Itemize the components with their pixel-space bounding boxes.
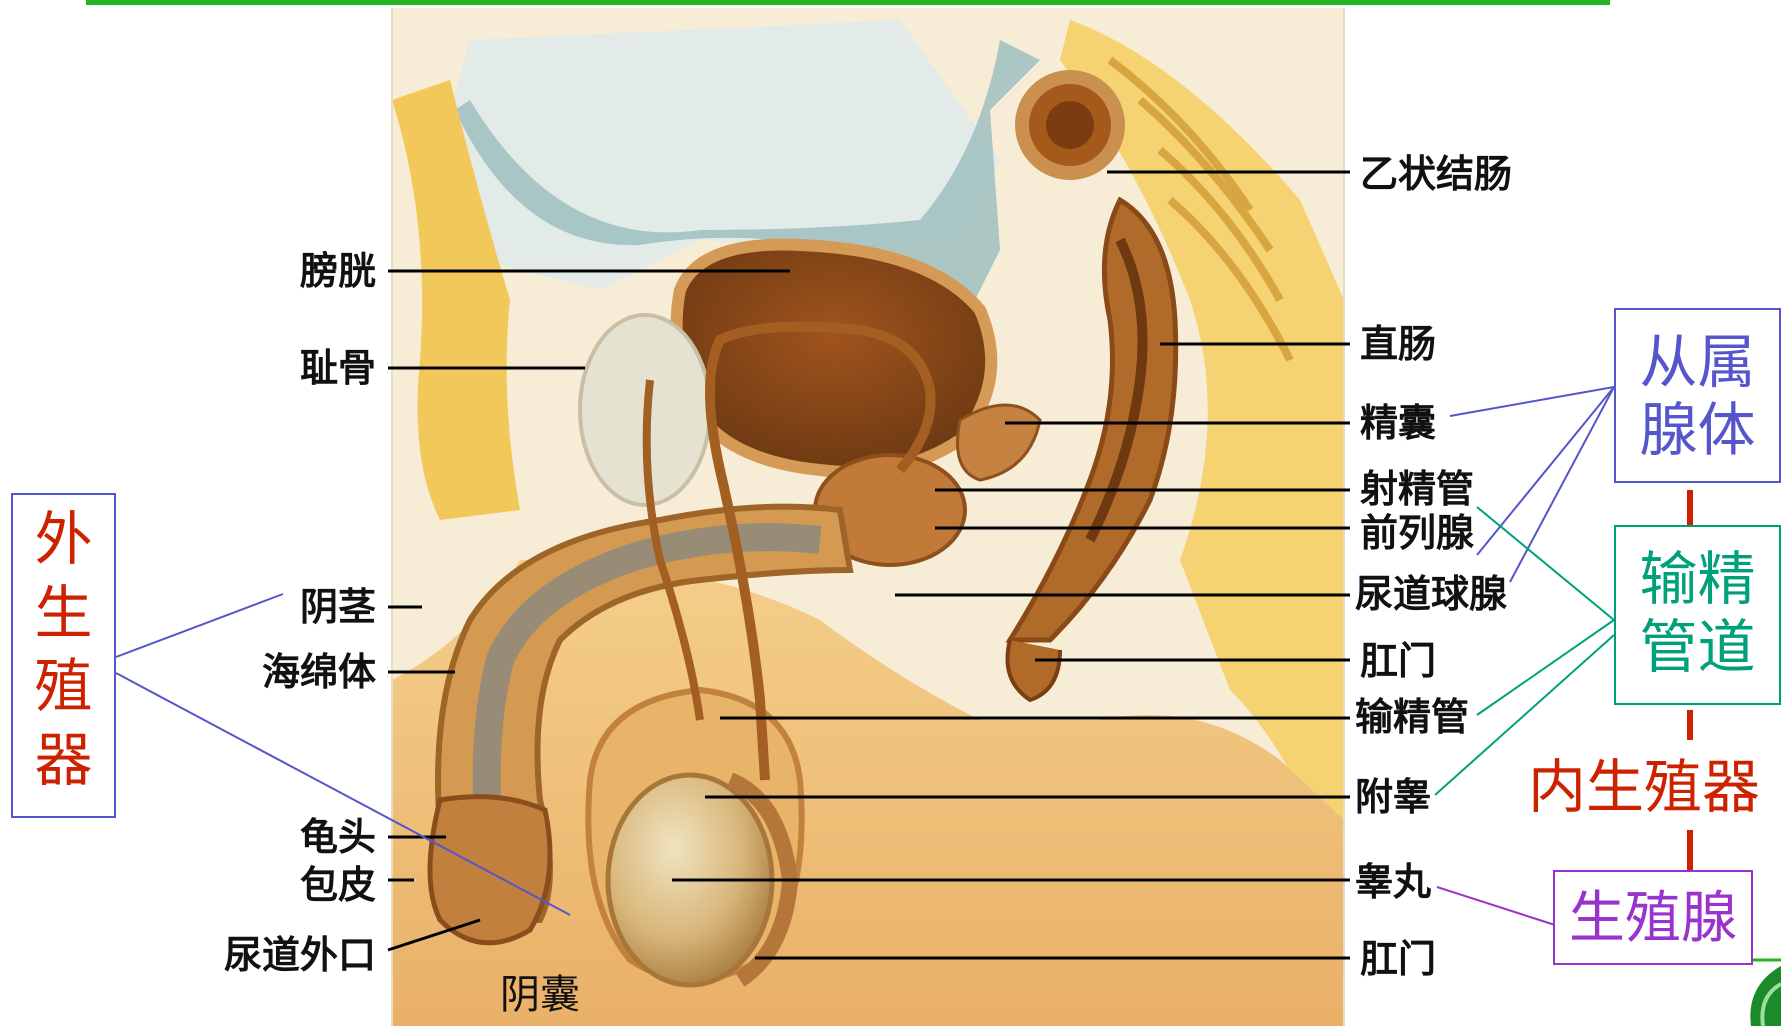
label-bulbourethral-gland: 尿道球腺 xyxy=(1355,575,1507,613)
label-glans: 龟头 xyxy=(300,818,376,856)
category-ducts-text: 输精管道 xyxy=(1638,545,1758,682)
label-testis: 睾丸 xyxy=(1355,863,1431,901)
accessory-connector-b xyxy=(1477,387,1614,555)
gonads-connector xyxy=(1437,887,1555,925)
label-corpus-cavernosum: 海绵体 xyxy=(262,653,376,691)
label-scrotum: 阴囊 xyxy=(500,975,580,1015)
label-seminal-vesicle: 精囊 xyxy=(1360,404,1436,442)
label-anus: 肛门 xyxy=(1360,642,1436,680)
external-connector-a xyxy=(116,594,283,657)
label-urethral-orifice: 尿道外口 xyxy=(224,936,376,974)
label-vas-deferens: 输精管 xyxy=(1355,698,1469,736)
corner-decoration xyxy=(1741,966,1781,1026)
label-rectum: 直肠 xyxy=(1360,325,1436,363)
category-accessory-text: 从属腺体 xyxy=(1638,328,1758,465)
label-prepuce: 包皮 xyxy=(300,866,376,904)
label-ejaculatory-duct: 射精管 xyxy=(1360,470,1474,508)
label-penis: 阴茎 xyxy=(300,588,376,626)
label-anus-lower: 肛门 xyxy=(1360,940,1436,978)
ducts-connector-b xyxy=(1477,620,1614,715)
label-pubis: 耻骨 xyxy=(300,349,376,387)
label-epididymis: 附睾 xyxy=(1355,778,1431,816)
accessory-connector-c xyxy=(1510,387,1614,582)
category-gonads: 生殖腺 xyxy=(1553,870,1753,965)
urethral-orifice-leader xyxy=(388,920,480,950)
category-internal-genitalia: 内生殖器 xyxy=(1528,758,1760,816)
category-external-genitalia: 外生殖器 xyxy=(11,493,116,818)
label-sigmoid-colon: 乙状结肠 xyxy=(1360,155,1512,193)
accessory-connector-a xyxy=(1450,387,1614,416)
category-seminal-ducts: 输精管道 xyxy=(1614,525,1781,705)
label-prostate: 前列腺 xyxy=(1360,514,1474,552)
category-accessory-glands: 从属腺体 xyxy=(1614,308,1781,483)
category-gonads-text: 生殖腺 xyxy=(1569,886,1737,951)
label-bladder: 膀胱 xyxy=(300,252,376,290)
category-external-text: 外生殖器 xyxy=(35,503,93,798)
